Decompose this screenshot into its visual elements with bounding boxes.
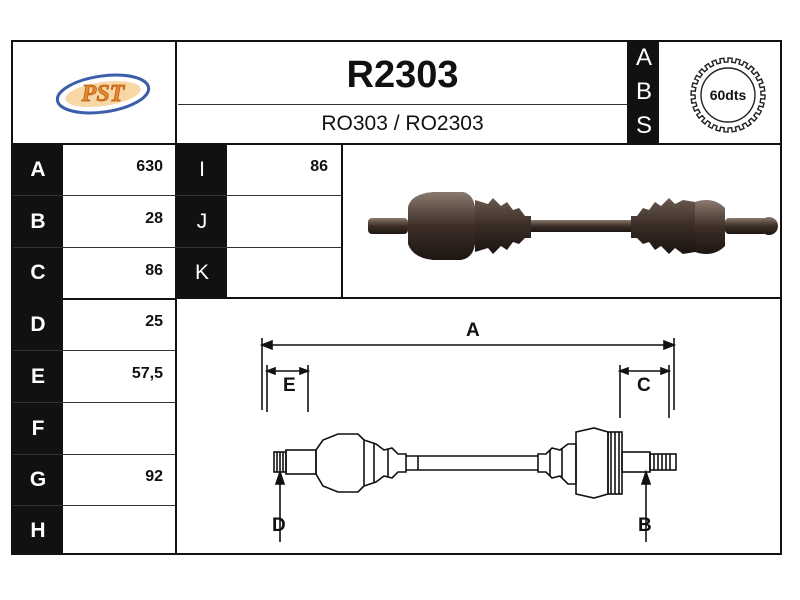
divider [13,195,175,196]
dimension-value-a: 630 [136,158,163,175]
dimension-letter-f: F [13,403,63,454]
pst-logo: PST [55,73,151,115]
divider [13,505,175,506]
divider [13,143,782,145]
abs-teeth-count: 60dts [709,87,747,103]
dimension-letter-b: B [13,196,63,247]
page-title: R2303 [346,54,459,96]
abs-ring-icon [690,57,766,133]
abs-letter-s: S [635,112,652,139]
dimension-letter-e: E [13,351,63,402]
reference-numbers: RO303 / RO2303 [321,112,484,135]
divider [341,143,343,298]
dimension-letter-k: K [177,248,227,298]
dimension-letter-a: A [13,145,63,195]
dimension-letter-j: J [177,196,227,247]
spec-sheet: PST R2303 RO303 / RO2303 A B S 60dts A B… [11,40,782,555]
drive-shaft-photo [368,192,778,260]
dimension-letter-g: G [13,455,63,505]
gear-teeth [690,57,766,133]
divider [13,298,175,300]
dimension-letter-c: C [13,248,63,298]
gear-inner-ring [700,67,756,123]
dimension-value-g: 92 [145,468,163,485]
divider [175,195,341,196]
drawing-label-d: D [272,515,286,536]
dimension-letter-d: D [13,300,63,350]
divider [13,350,175,351]
dimension-value-i: 86 [310,158,328,175]
divider [178,104,627,105]
dimension-value-b: 28 [145,210,163,227]
divider [13,454,175,455]
drawing-label-e: E [283,375,296,396]
drawing-label-c: C [637,375,651,396]
dimension-drawing [259,338,677,542]
drawing-label-a: A [466,320,480,341]
drawing-label-b: B [638,515,652,536]
abs-letter-a: A [635,44,652,71]
logo-text: PST [81,81,126,107]
abs-letter-b: B [635,78,652,105]
abs-column: A B S [629,42,659,145]
divider [13,247,175,248]
dimension-value-d: 25 [145,313,163,330]
dimension-value-c: 86 [145,262,163,279]
dimension-letter-h: H [13,506,63,555]
divider [175,247,341,248]
dimension-value-e: 57,5 [131,365,163,382]
dimension-letter-i: I [177,145,227,195]
divider [13,402,175,403]
divider [627,42,629,145]
divider [175,297,782,299]
